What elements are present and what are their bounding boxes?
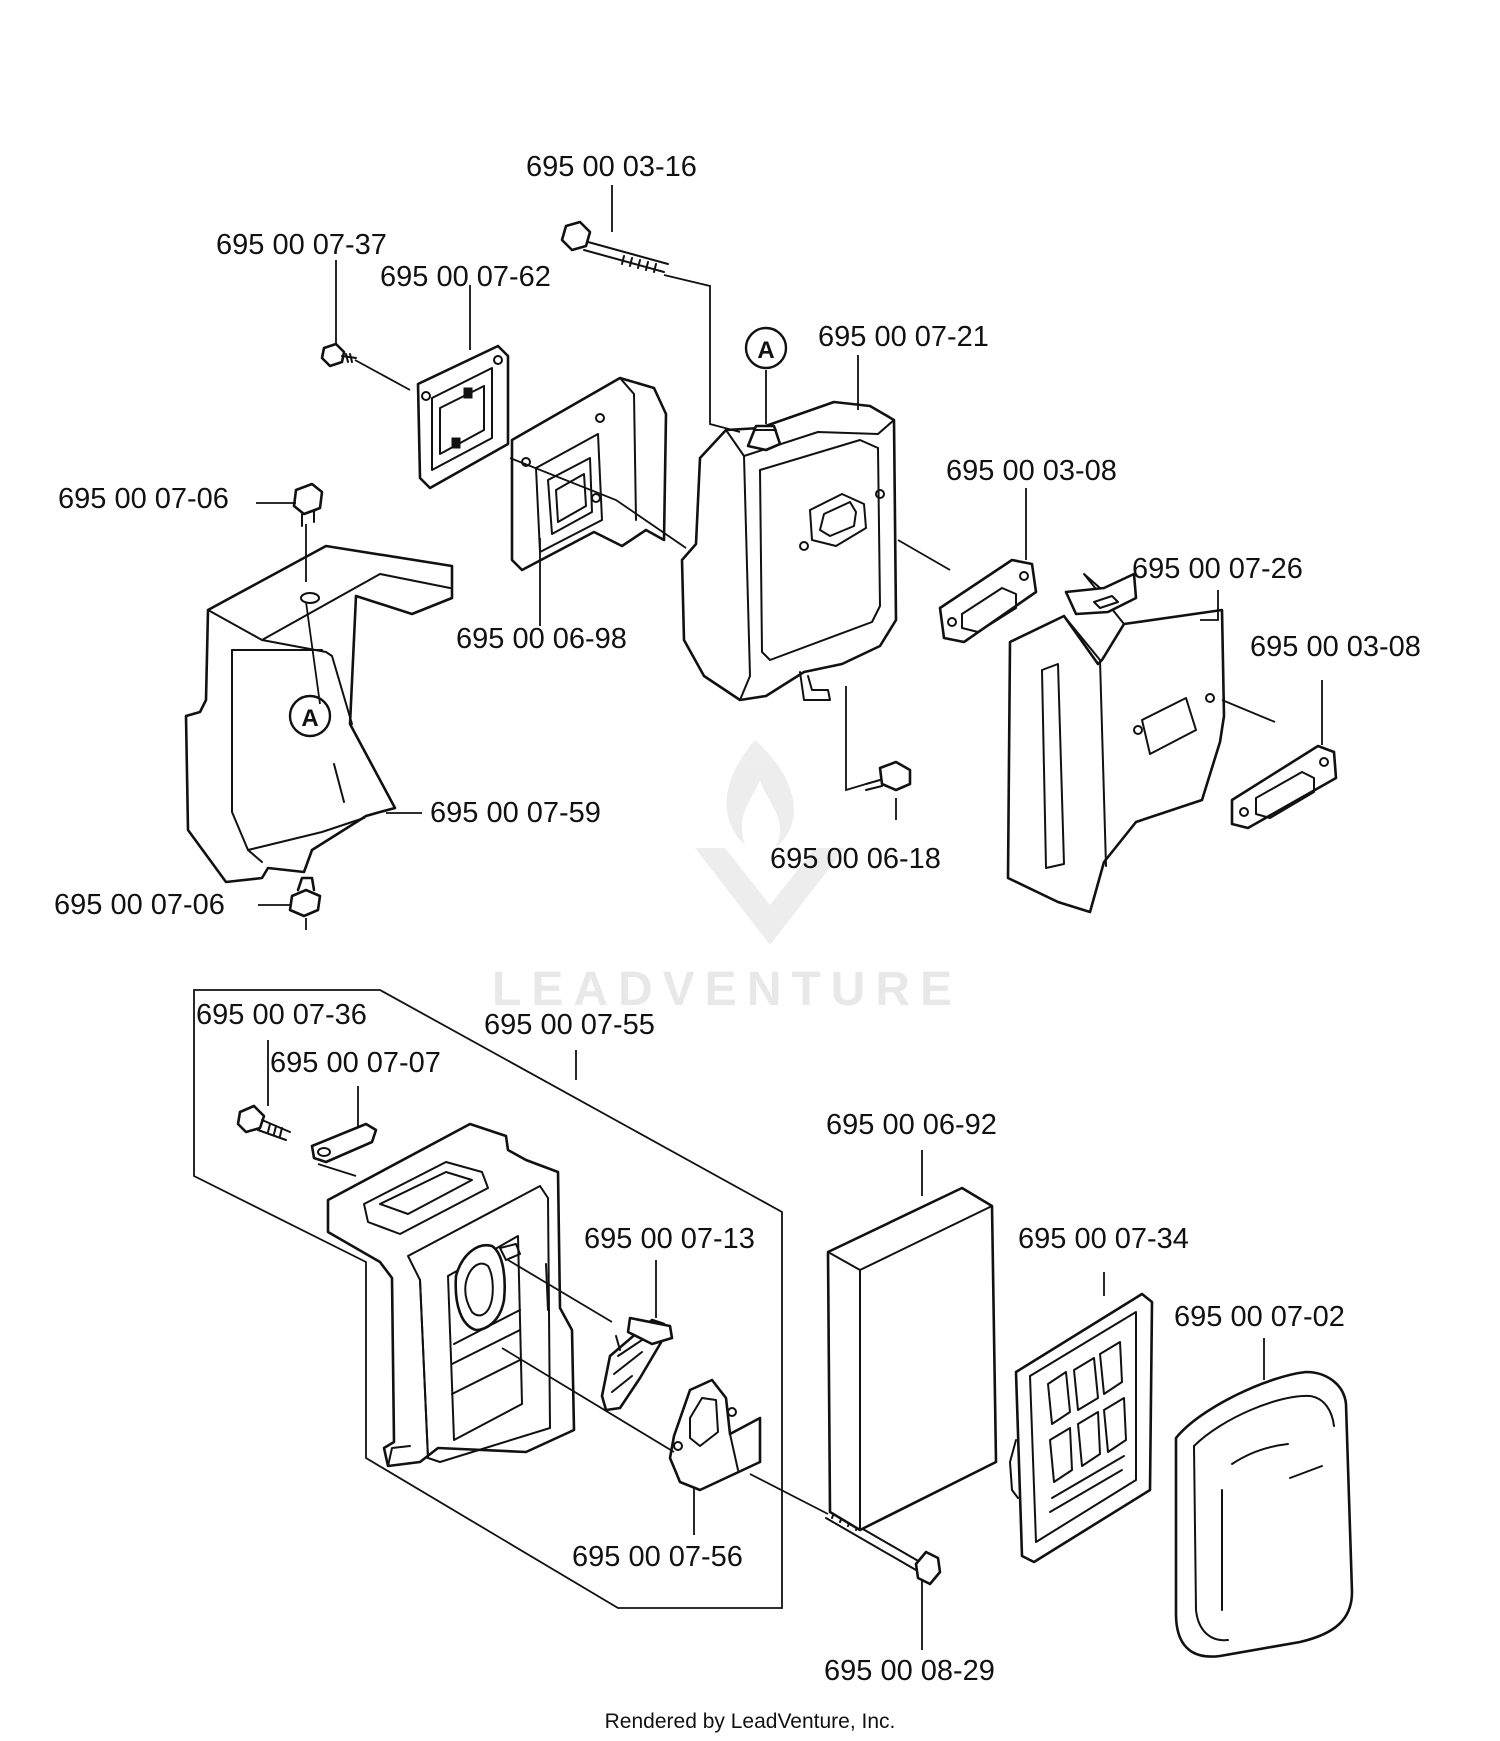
label-long-bolt: 695 00 08-29 — [824, 1655, 995, 1687]
bolt-upper-part — [292, 482, 324, 527]
watermark-text: LEADVENTURE — [492, 963, 962, 1016]
gasket-plate-part — [416, 344, 510, 490]
label-filter-element: 695 00 06-92 — [826, 1109, 997, 1141]
label-filter-holder: 695 00 07-34 — [1018, 1223, 1189, 1255]
bracket-part — [668, 1378, 762, 1492]
gasket-right-part — [938, 558, 1038, 644]
label-bolt-lower: 695 00 07-06 — [54, 889, 225, 921]
label-gasket-right: 695 00 03-08 — [946, 455, 1117, 487]
filter-cover-part — [1174, 1370, 1354, 1658]
callout-a-left: A — [288, 694, 332, 738]
shield-gasket-part — [510, 376, 668, 572]
label-airbox-screw: 695 00 07-36 — [196, 999, 367, 1031]
callout-a-top-letter: A — [757, 337, 774, 364]
label-filter-cover: 695 00 07-02 — [1174, 1301, 1345, 1333]
bolt-lower-part — [288, 876, 322, 918]
filter-element-part — [826, 1186, 998, 1532]
choke-lever-part — [600, 1316, 674, 1412]
muffler-part — [680, 400, 898, 702]
label-gasket-plate: 695 00 07-62 — [380, 261, 551, 293]
small-screw-part — [865, 760, 912, 792]
label-gasket-far-right: 695 00 03-08 — [1250, 631, 1421, 663]
label-bolt-upper: 695 00 07-06 — [58, 483, 229, 515]
label-small-screw: 695 00 06-18 — [770, 843, 941, 875]
label-cover-plate: 695 00 07-26 — [1132, 553, 1303, 585]
footer-credit: Rendered by LeadVenture, Inc. — [605, 1710, 896, 1733]
airbox-screw-part — [236, 1104, 291, 1141]
label-clip: 695 00 07-07 — [270, 1047, 441, 1079]
label-shield-gasket: 695 00 06-98 — [456, 623, 627, 655]
lower-leader-lines — [267, 1040, 1265, 1650]
airbox-group-outline — [193, 989, 783, 1609]
label-muffler: 695 00 07-21 — [818, 321, 989, 353]
callout-a-top: A — [744, 326, 788, 370]
label-bracket: 695 00 07-56 — [572, 1541, 743, 1573]
screw-left-part — [320, 342, 357, 368]
filter-holder-part — [1009, 1292, 1154, 1564]
callout-a-left-letter: A — [301, 705, 318, 732]
label-screw-left: 695 00 07-37 — [216, 229, 387, 261]
label-heat-shield: 695 00 07-59 — [430, 797, 601, 829]
leadventure-watermark-logo: LEADVENTURE — [492, 740, 962, 1016]
gasket-far-right-part — [1230, 744, 1338, 830]
label-screw-top: 695 00 03-16 — [526, 151, 697, 183]
cover-plate-part — [1006, 572, 1226, 914]
upper-leader-lines — [256, 185, 1323, 930]
long-screw-part — [560, 220, 669, 273]
label-airbox-assembly: 695 00 07-55 — [484, 1009, 655, 1041]
clip-part — [310, 1122, 378, 1164]
label-choke-lever: 695 00 07-13 — [584, 1223, 755, 1255]
part-number-labels: 695 00 03-16 695 00 07-37 695 00 07-62 6… — [54, 151, 1421, 1687]
airbox-body-part — [326, 1122, 576, 1468]
